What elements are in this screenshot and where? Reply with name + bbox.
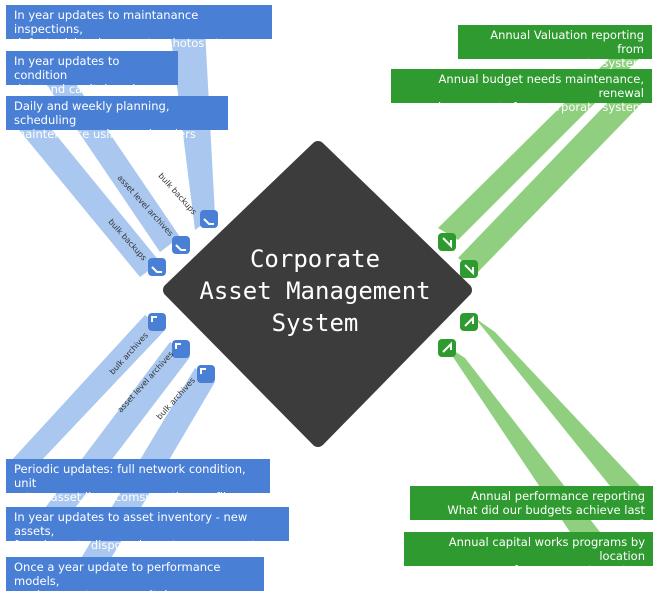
output-box: Annual budget needs maintenance, renewal… [391, 69, 652, 114]
flow-band-3 [15, 125, 160, 277]
input-box: In year updates to asset inventory - new… [6, 507, 289, 552]
arrow-out-icon-mark [442, 341, 452, 353]
flow-band-7 [438, 58, 640, 240]
center-title-line3: System [272, 309, 359, 337]
upper-right-flows [438, 58, 645, 272]
center-title-line1: Corporate [250, 245, 380, 273]
output-box: Annual capital works programs by locatio… [404, 532, 653, 577]
arrow-in-icon-mark [175, 244, 186, 251]
input-box: Once a year update to performance models… [6, 557, 264, 602]
flow-band-8 [458, 100, 645, 272]
arrow-out-icon-mark [442, 237, 452, 249]
arrow-in-icon-mark [151, 316, 157, 322]
flow-band-9 [475, 318, 640, 486]
arrow-out-icon-mark [464, 315, 474, 327]
flow-band-1 [170, 30, 215, 230]
output-box: Annual performance reporting What did ou… [410, 486, 653, 531]
arrow-in-icon [200, 210, 218, 228]
arrow-in-icon [148, 313, 166, 331]
arrow-in-icon-mark [200, 368, 206, 374]
flow-band-4 [10, 315, 165, 462]
arrow-out-icons [438, 233, 478, 357]
flow-band-10 [445, 345, 600, 532]
input-box: In year updates to maintanance inspectio… [6, 5, 272, 50]
arrow-in-icon-mark [175, 343, 181, 349]
arrow-in-icon-mark [203, 218, 214, 225]
input-box: Daily and weekly planning, scheduling ma… [6, 96, 228, 141]
center-title-line2: Asset Management [199, 277, 430, 305]
central-diamond [163, 141, 472, 447]
output-box: Annual Valuation reporting from corporat… [458, 25, 652, 70]
arrow-in-icon [172, 236, 190, 254]
input-box: In year updates to condition data and ca… [6, 51, 178, 96]
arrow-out-icon-mark [464, 264, 474, 276]
arrow-in-icon [197, 365, 215, 383]
arrow-in-icon-mark [151, 266, 162, 273]
arrow-in-icons [148, 210, 218, 383]
input-box: Periodic updates: full network condition… [6, 459, 270, 504]
lower-right-flows [445, 318, 640, 532]
arrow-in-icon [148, 258, 166, 276]
